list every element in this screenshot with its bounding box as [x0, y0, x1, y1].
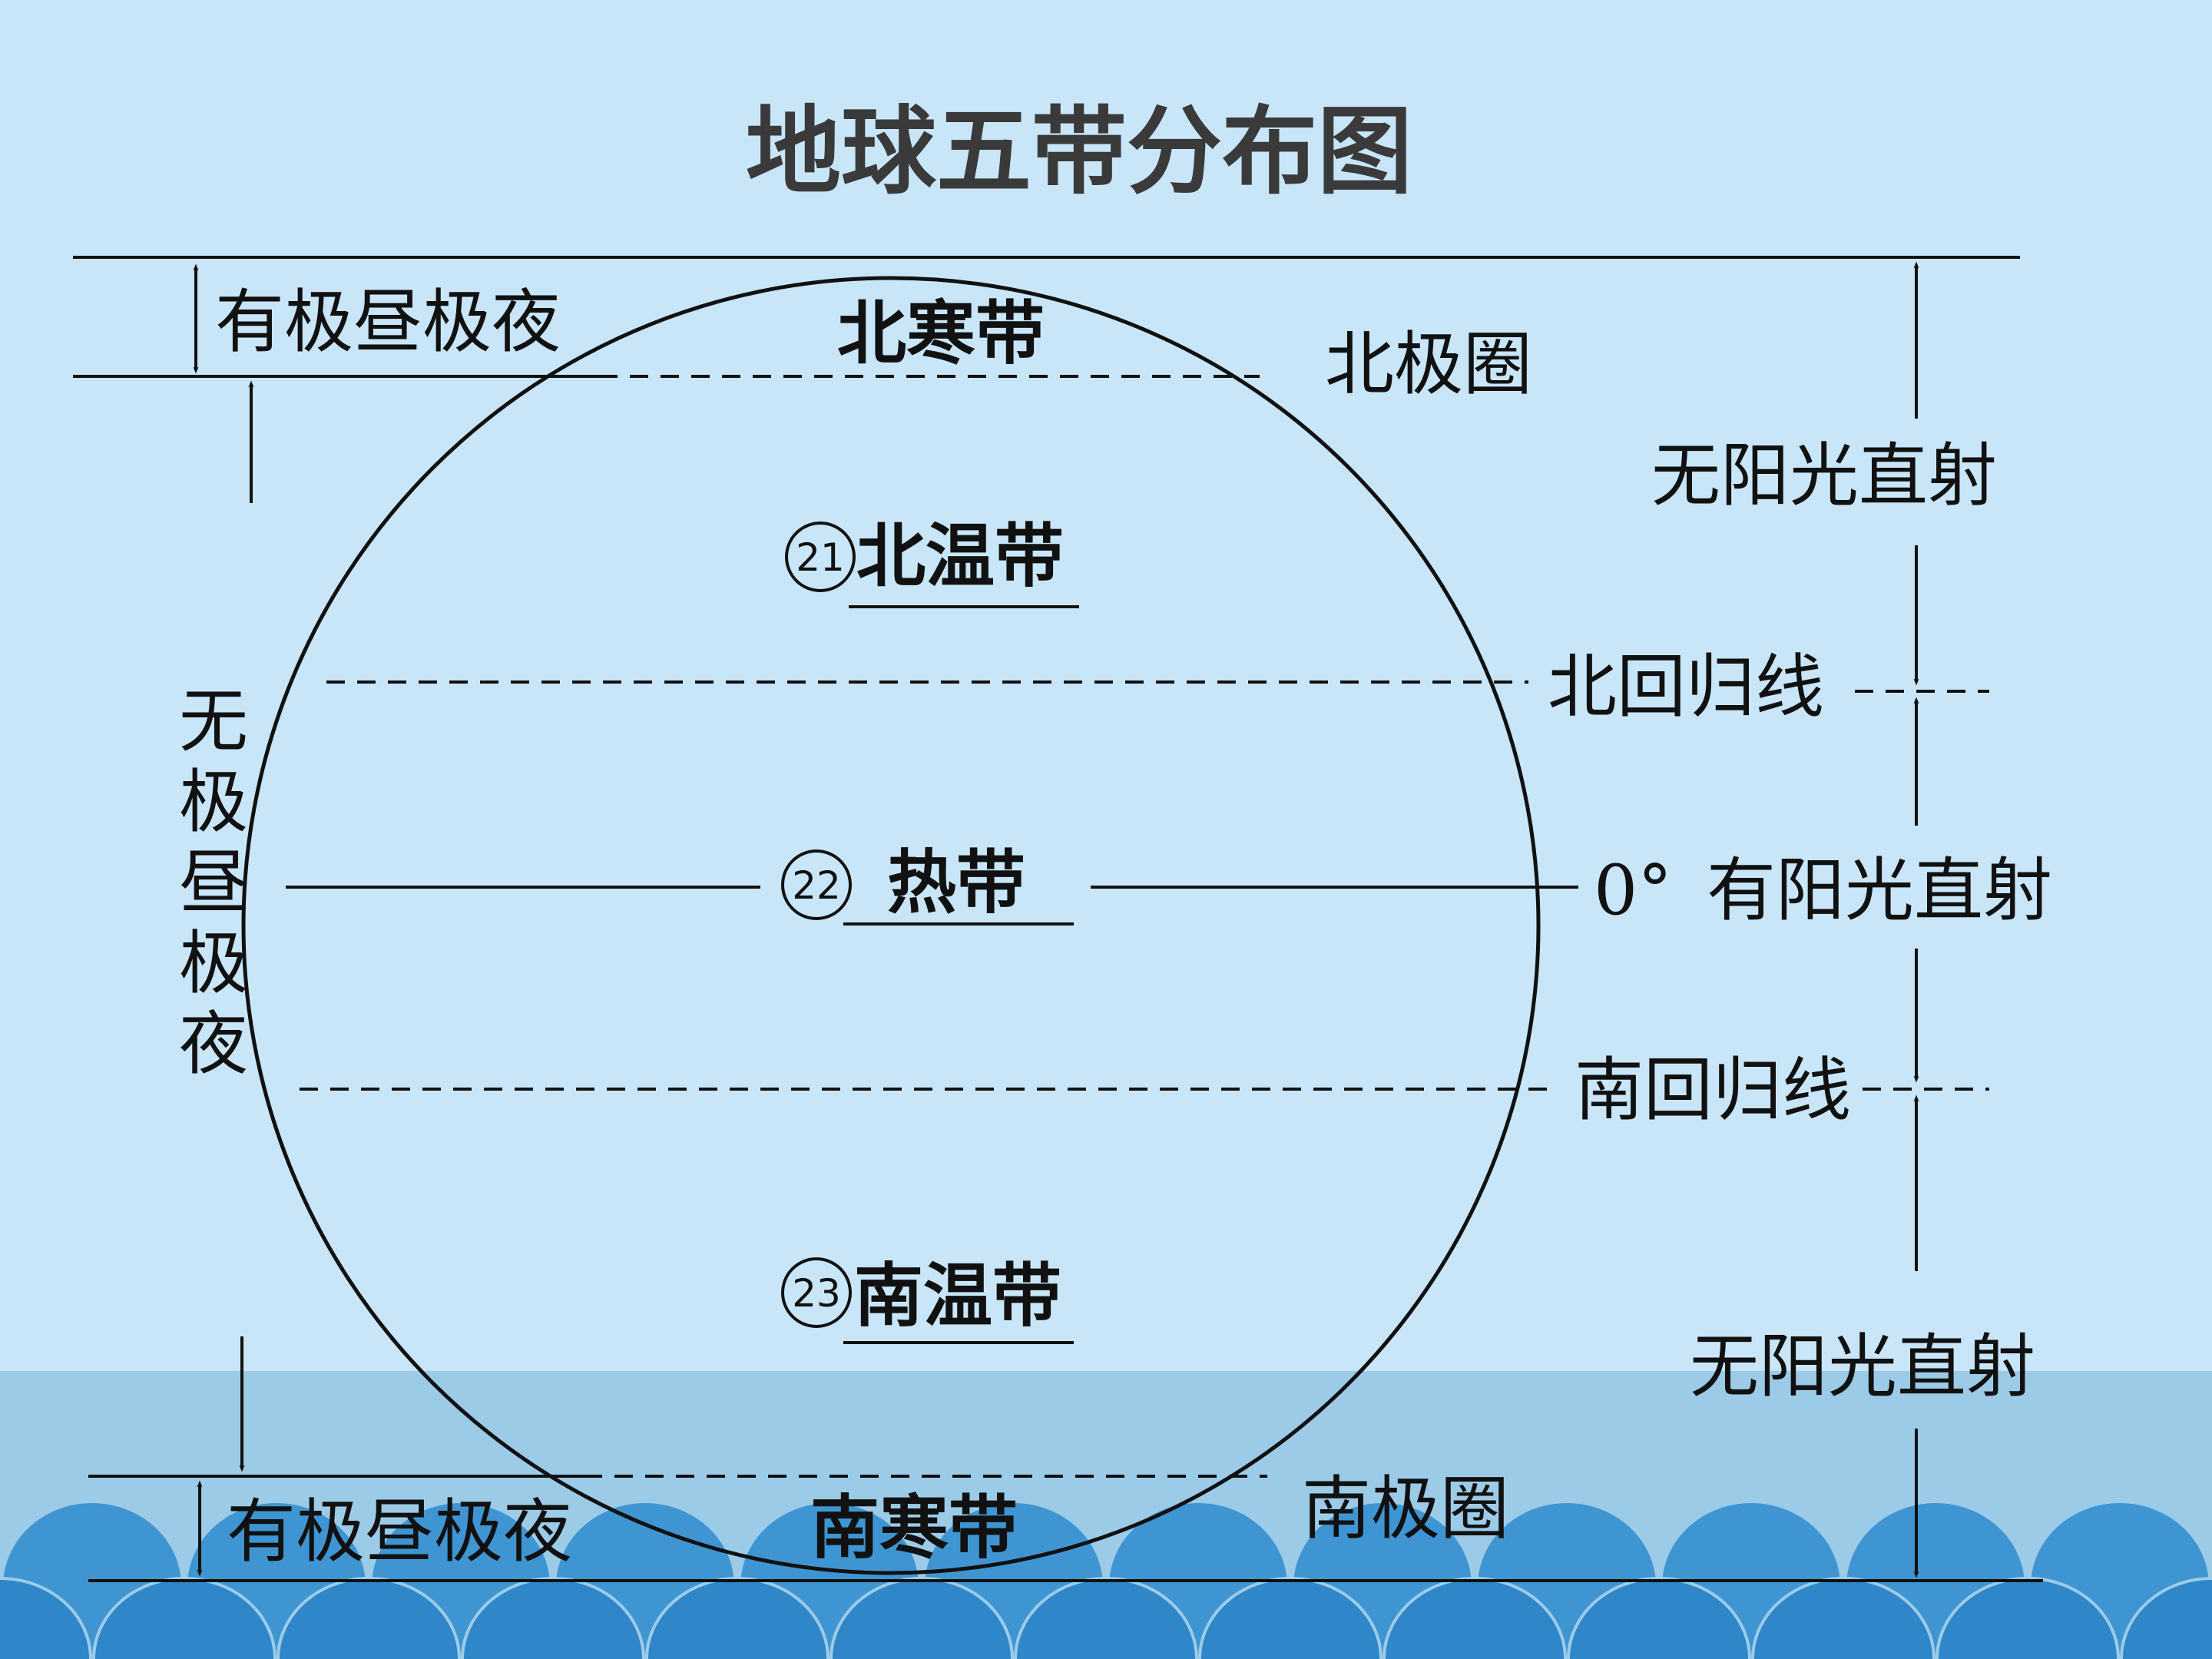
- vertical-char: 极: [179, 923, 248, 1004]
- label-direct-sun: 有阳光直射: [1707, 850, 2052, 931]
- wave-row-front: [0, 1577, 2212, 1659]
- diagram-title: 地球五带分布图: [746, 97, 1412, 207]
- label-polar-day-night-top: 有极昼极夜: [215, 282, 561, 363]
- number-circle: [785, 522, 856, 592]
- label-equator: 0°: [1594, 850, 1672, 931]
- label-antarctic-circle: 南极圈: [1302, 1469, 1509, 1549]
- number-circle: [781, 849, 852, 920]
- wave-crest: [830, 1577, 1014, 1659]
- vertical-char: 无: [179, 681, 248, 762]
- wave-crest: [1198, 1577, 1382, 1659]
- label-no-direct-sun-bottom: 无阳光直射: [1690, 1326, 2035, 1407]
- label-polar-day-night-bottom: 有极昼极夜: [227, 1492, 572, 1572]
- zone-north-frigid: 北寒带: [837, 293, 1045, 374]
- wave-crest: [0, 1577, 92, 1659]
- zone-number: 21: [796, 535, 845, 580]
- wave-crest: [1751, 1577, 1936, 1659]
- earth-circle: [241, 276, 1541, 1575]
- zone-south-temperate: 23 南温带: [781, 1255, 1074, 1344]
- wave-crest: [461, 1577, 645, 1659]
- zone-south-frigid: 南寒带: [810, 1487, 1018, 1568]
- wave-crest: [1936, 1577, 2120, 1659]
- zone-north-temperate: 21 北温带: [785, 515, 1079, 608]
- label-tropic-cancer: 北回归线: [1548, 647, 1824, 727]
- zone-torrid: 22 热带: [781, 842, 1074, 926]
- label-tropic-capricorn: 南回归线: [1575, 1050, 1851, 1131]
- wave-crest: [1567, 1577, 1751, 1659]
- wave-crest: [1382, 1577, 1567, 1659]
- zone-number: 23: [792, 1271, 841, 1316]
- zone-label: 热带: [887, 842, 1025, 923]
- wave-crest: [276, 1577, 461, 1659]
- wave-crest: [2120, 1577, 2212, 1659]
- label-no-direct-sun-top: 无阳光直射: [1651, 435, 1997, 516]
- zone-label: 北温带: [856, 515, 1064, 597]
- label-no-polar-day-night: 无 极 昼 极 夜: [179, 681, 248, 1084]
- vertical-char: 夜: [179, 1004, 248, 1084]
- zone-label: 南温带: [854, 1255, 1061, 1336]
- number-circle: [781, 1257, 852, 1328]
- wave-crest: [1014, 1577, 1198, 1659]
- zone-number: 22: [792, 863, 841, 908]
- wave-crest: [645, 1577, 830, 1659]
- vertical-char: 极: [179, 762, 248, 843]
- label-arctic-circle: 北极圈: [1325, 324, 1532, 405]
- wave-crest: [92, 1577, 276, 1659]
- vertical-char: 昼: [179, 843, 248, 923]
